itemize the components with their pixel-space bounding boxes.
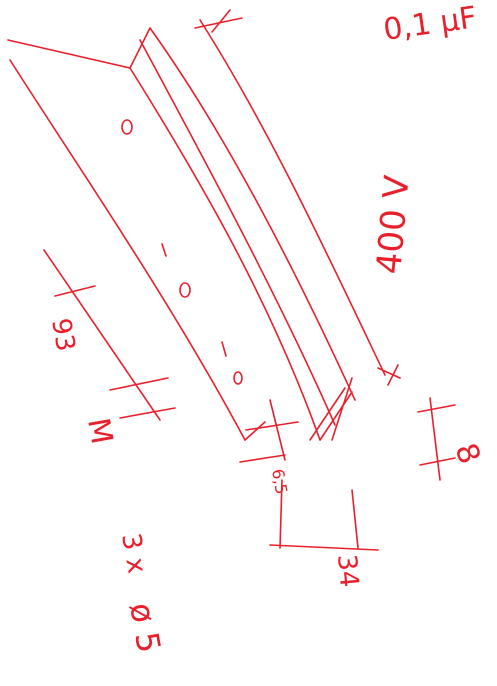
length-label: 93 [45, 316, 80, 354]
voltage-label: 400 V [369, 174, 417, 276]
thickness-dim-tick-a [417, 404, 456, 413]
hole-tick-2 [161, 243, 167, 257]
lead-dim-tick-top [245, 421, 299, 431]
mounting-hole-2 [179, 282, 191, 298]
body-end-rear [309, 387, 346, 441]
hole-tick-3 [221, 341, 227, 357]
width-dim-tick-a [279, 479, 283, 549]
mounting-hole-1 [121, 119, 133, 135]
width-label: 34 [331, 553, 364, 589]
thickness-label: 8 [447, 439, 486, 469]
width-dim-tick-b [351, 489, 359, 549]
thickness-dim-line [429, 397, 441, 481]
top-dimension-line [199, 19, 386, 376]
m-label: M [80, 415, 119, 447]
top-dim-arrow-end [377, 364, 401, 386]
hole-count-label: 3 x [115, 531, 152, 576]
body-end-face [244, 391, 353, 441]
top-dim-arrow-start [194, 9, 243, 33]
thickness-dim-tick-b [419, 457, 456, 466]
lead-dim-tick-bottom [239, 454, 286, 463]
capacitance-label: 0,1 µF [381, 0, 479, 48]
length-dim-tick-a [54, 285, 96, 297]
lead-mark [331, 377, 353, 441]
length-dimension-line [43, 249, 161, 421]
body-edge-front [9, 59, 246, 441]
body-edge-rear [7, 39, 321, 441]
body-edge-top [129, 27, 356, 401]
length-dim-tick-c [119, 407, 176, 419]
hole-diameter-label: ø 5 [122, 600, 168, 656]
body-edge-inner [139, 39, 336, 426]
mounting-hole-3 [233, 371, 243, 385]
lead-dim-line [269, 399, 286, 461]
lead-spacing-label: 6,5 [268, 467, 291, 495]
width-dim-line [269, 544, 379, 551]
length-dim-tick-b [109, 377, 169, 391]
